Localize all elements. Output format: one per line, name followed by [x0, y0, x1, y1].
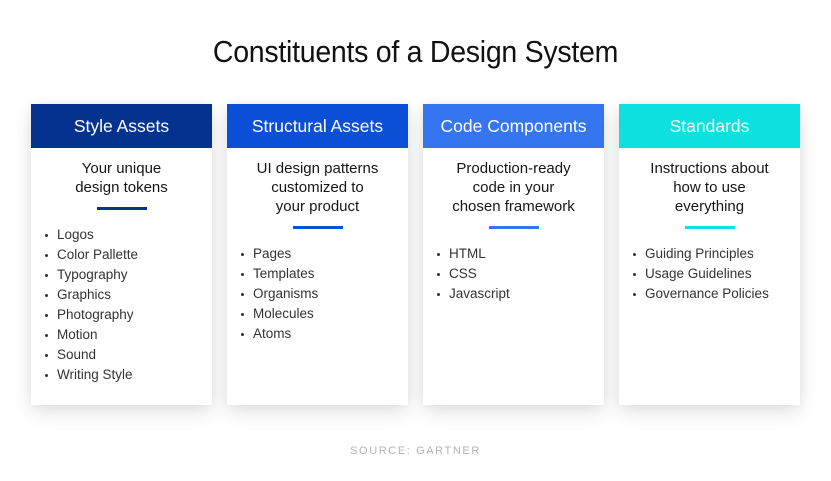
cards-row: Style Assets Your unique design tokens L… — [31, 104, 800, 405]
accent-divider — [488, 226, 539, 229]
card-subtitle: Production-ready code in your chosen fra… — [423, 148, 604, 216]
list-item: Logos — [45, 225, 212, 245]
diagram-title: Constituents of a Design System — [212, 34, 619, 69]
accent-divider — [684, 226, 735, 229]
item-list: Pages Templates Organisms Molecules Atom… — [227, 244, 408, 344]
item-list: Logos Color Pallette Typography Graphics… — [31, 225, 212, 385]
list-item: Pages — [241, 244, 408, 264]
list-item: Photography — [45, 305, 212, 325]
list-item: Typography — [45, 265, 212, 285]
bullet-icon — [633, 272, 636, 276]
list-item: Graphics — [45, 285, 212, 305]
subtitle-line: UI design patterns — [256, 160, 379, 177]
list-item: Motion — [45, 325, 212, 345]
accent-divider — [96, 207, 147, 210]
bullet-icon — [633, 252, 636, 256]
bullet-icon — [241, 332, 244, 336]
bullet-icon — [437, 292, 440, 296]
list-item: Atoms — [241, 324, 408, 344]
subtitle-line: Your unique — [81, 160, 162, 177]
list-item: CSS — [437, 264, 604, 284]
bullet-icon — [633, 292, 636, 296]
list-item: Guiding Principles — [633, 244, 800, 264]
bullet-icon — [45, 353, 48, 357]
card-header: Standards — [619, 104, 800, 148]
bullet-icon — [45, 253, 48, 257]
list-item: Usage Guidelines — [633, 264, 800, 284]
subtitle-line: how to use — [673, 179, 746, 196]
source-caption: SOURCE: GARTNER — [350, 445, 481, 457]
subtitle-line: Instructions about — [650, 160, 769, 177]
subtitle-line: design tokens — [75, 179, 168, 196]
bullet-icon — [45, 293, 48, 297]
bullet-icon — [241, 292, 244, 296]
bullet-icon — [45, 333, 48, 337]
subtitle-line: customized to — [271, 179, 364, 196]
item-list: Guiding Principles Usage Guidelines Gove… — [619, 244, 800, 304]
bullet-icon — [45, 313, 48, 317]
list-item: Templates — [241, 264, 408, 284]
bullet-icon — [241, 312, 244, 316]
bullet-icon — [241, 252, 244, 256]
item-list: HTML CSS Javascript — [423, 244, 604, 304]
card-header: Structural Assets — [227, 104, 408, 148]
list-item: Javascript — [437, 284, 604, 304]
list-item: Organisms — [241, 284, 408, 304]
bullet-icon — [45, 273, 48, 277]
list-item: HTML — [437, 244, 604, 264]
card-header: Code Components — [423, 104, 604, 148]
card-subtitle: Your unique design tokens — [31, 148, 212, 197]
bullet-icon — [437, 272, 440, 276]
subtitle-line: your product — [275, 198, 360, 215]
card-standards: Standards Instructions about how to use … — [619, 104, 800, 405]
card-subtitle: UI design patterns customized to your pr… — [227, 148, 408, 216]
list-item: Color Pallette — [45, 245, 212, 265]
list-item: Sound — [45, 345, 212, 365]
card-subtitle: Instructions about how to use everything — [619, 148, 800, 216]
card-code-components: Code Components Production-ready code in… — [423, 104, 604, 405]
subtitle-line: code in your — [472, 179, 555, 196]
card-structural-assets: Structural Assets UI design patterns cus… — [227, 104, 408, 405]
list-item: Molecules — [241, 304, 408, 324]
subtitle-line: Production-ready — [456, 160, 571, 177]
subtitle-line: chosen framework — [452, 198, 575, 215]
bullet-icon — [45, 233, 48, 237]
list-item: Writing Style — [45, 365, 212, 385]
bullet-icon — [437, 252, 440, 256]
card-header: Style Assets — [31, 104, 212, 148]
accent-divider — [292, 226, 343, 229]
bullet-icon — [45, 373, 48, 377]
list-item: Governance Policies — [633, 284, 800, 304]
subtitle-line: everything — [674, 198, 745, 215]
card-style-assets: Style Assets Your unique design tokens L… — [31, 104, 212, 405]
bullet-icon — [241, 272, 244, 276]
